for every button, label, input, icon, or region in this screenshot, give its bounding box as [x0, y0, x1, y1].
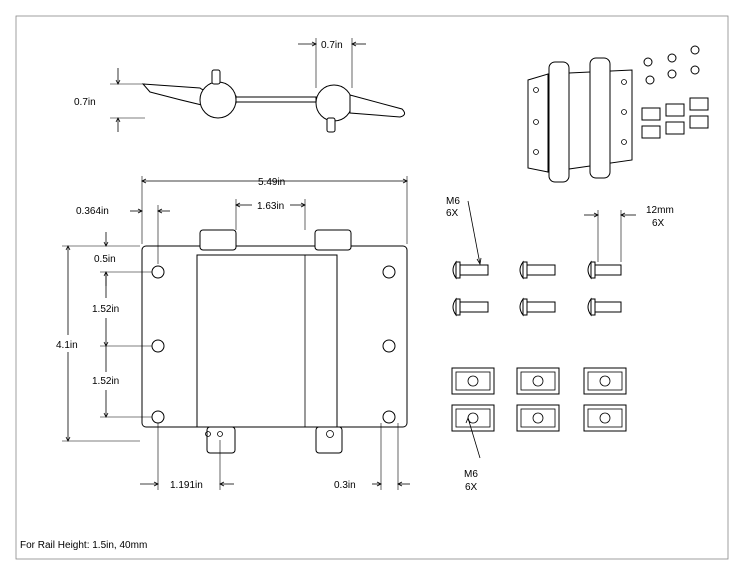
screw-length-label: 12mm — [646, 205, 674, 216]
mount-hole — [382, 339, 396, 353]
barrel-top-left — [199, 229, 237, 251]
top-view-left-barrel — [199, 81, 237, 119]
barrel-spacing-dim: 1.63in — [257, 201, 284, 212]
top-width-dim: 0.7in — [321, 40, 343, 51]
bottom-right-dim: 0.3in — [334, 480, 356, 491]
hole-spacing-1-dim: 1.52in — [92, 304, 119, 315]
t-nut — [451, 404, 495, 432]
nut-set — [451, 367, 627, 432]
top-view-right-arm — [349, 94, 406, 118]
t-nut — [451, 367, 495, 395]
rail-height-note: For Rail Height: 1.5in, 40mm — [20, 540, 148, 551]
mount-hole — [151, 339, 165, 353]
front-view: 5.49in 0.364in 1.63in 4.1in 0.5in — [56, 176, 410, 491]
top-view-left-tab — [211, 69, 221, 85]
sheet-border — [15, 15, 729, 560]
top-view-connector — [235, 96, 317, 103]
spring-section — [196, 254, 338, 428]
nut-size-label: M6 — [464, 469, 478, 480]
screw — [587, 260, 622, 280]
top-view-right-barrel — [315, 84, 353, 122]
screw — [519, 297, 556, 317]
iso-nuts — [641, 97, 709, 139]
iso-screws — [643, 45, 700, 85]
barrel-bottom-left — [206, 426, 236, 454]
top-height-dim: 0.7in — [74, 97, 96, 108]
mount-hole — [382, 265, 396, 279]
overall-height-dim: 4.1in — [56, 340, 78, 351]
bottom-left-dim: 1.191in — [170, 480, 203, 491]
barrel-bottom-right — [315, 426, 343, 454]
mount-hole — [382, 410, 396, 424]
screw — [587, 297, 622, 317]
nut-qty-label: 6X — [465, 482, 478, 493]
t-nut — [583, 404, 627, 432]
screw — [519, 260, 556, 280]
screw — [452, 297, 489, 317]
t-nut — [516, 367, 560, 395]
screw-set — [452, 260, 622, 317]
hole-spacing-2-dim: 1.52in — [92, 376, 119, 387]
overall-width-dim: 5.49in — [258, 177, 285, 188]
mount-hole — [151, 410, 165, 424]
screw-size-label: M6 — [446, 196, 460, 207]
isometric-hinge — [527, 57, 633, 183]
barrel-top-right — [314, 229, 352, 251]
top-hole-offset-dim: 0.5in — [94, 254, 116, 265]
mount-hole — [151, 265, 165, 279]
screw-qty-label: 6X — [446, 208, 459, 219]
t-nut — [516, 404, 560, 432]
top-view-right-tab — [326, 117, 336, 133]
t-nut — [583, 367, 627, 395]
edge-offset-dim: 0.364in — [76, 206, 109, 217]
screw — [452, 260, 489, 280]
screw-length-qty-label: 6X — [652, 218, 665, 229]
top-view: 0.7in 0.7in — [74, 38, 406, 133]
